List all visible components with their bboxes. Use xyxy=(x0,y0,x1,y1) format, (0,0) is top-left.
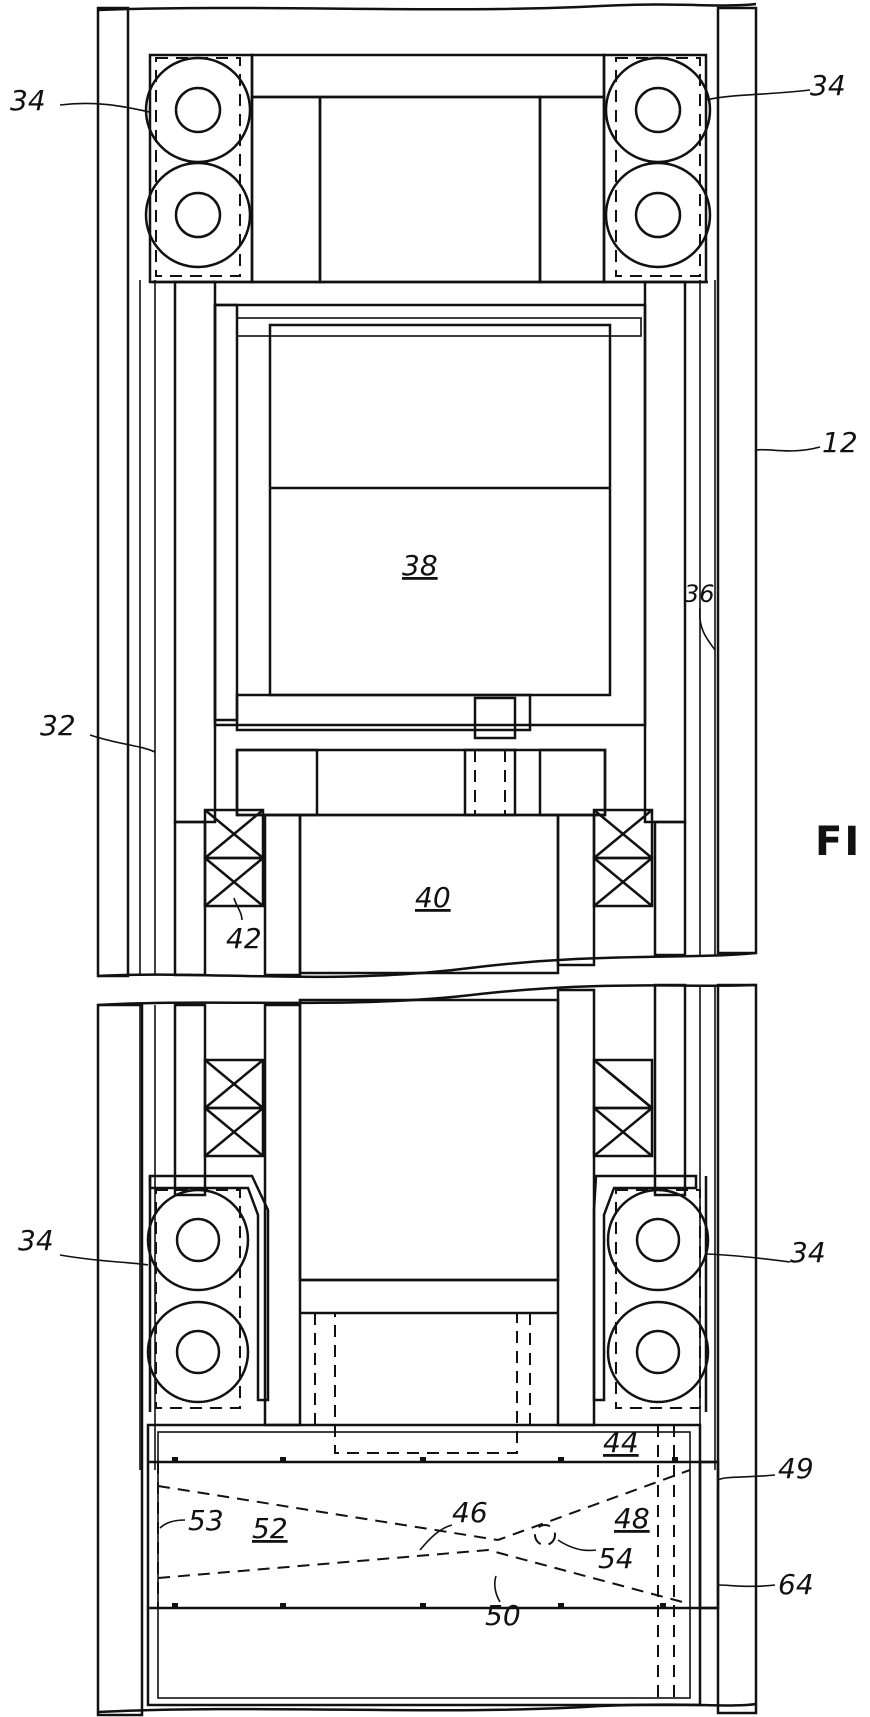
motor-frame xyxy=(213,303,647,727)
rivets xyxy=(172,1457,678,1609)
blade-paths xyxy=(157,1469,691,1605)
ref-53: 53 xyxy=(188,1504,224,1537)
ref-34-top-left: 34 xyxy=(10,84,46,117)
outer-casing-upper xyxy=(96,6,758,978)
ref-40: 40 xyxy=(415,881,451,914)
roller-assembly-top-right xyxy=(602,53,712,284)
figure-label: FI xyxy=(815,819,861,865)
ref-12: 12 xyxy=(822,426,858,459)
ref-46: 46 xyxy=(452,1496,488,1529)
ref-34-bottom-left: 34 xyxy=(18,1224,54,1257)
ref-34-top-right: 34 xyxy=(810,69,846,102)
leader-lines xyxy=(59,89,821,1603)
ref-52: 52 xyxy=(252,1512,288,1545)
ref-64: 64 xyxy=(778,1568,814,1601)
roller-assembly-bottom-right xyxy=(592,1174,710,1412)
roller-assembly-top-left xyxy=(144,53,254,284)
ref-38: 38 xyxy=(402,549,438,582)
bearings-42 xyxy=(203,808,654,1158)
sleeve-64 xyxy=(698,1460,720,1610)
coupling xyxy=(235,748,607,817)
roller-assembly-bottom-left xyxy=(146,1174,270,1412)
motor-base-plate xyxy=(235,693,532,740)
ref-48: 48 xyxy=(614,1502,650,1535)
ref-34-bottom-right: 34 xyxy=(790,1236,826,1269)
ref-42: 42 xyxy=(226,922,262,955)
housing-32 xyxy=(173,280,687,1197)
ref-50: 50 xyxy=(485,1599,521,1632)
top-housing xyxy=(152,53,708,284)
ref-44: 44 xyxy=(603,1426,639,1459)
ref-54: 54 xyxy=(598,1542,634,1575)
motor-38 xyxy=(268,323,612,697)
ref-32: 32 xyxy=(40,709,76,742)
ref-36: 36 xyxy=(684,580,715,608)
piston xyxy=(300,1278,558,1454)
ref-49: 49 xyxy=(778,1452,814,1485)
